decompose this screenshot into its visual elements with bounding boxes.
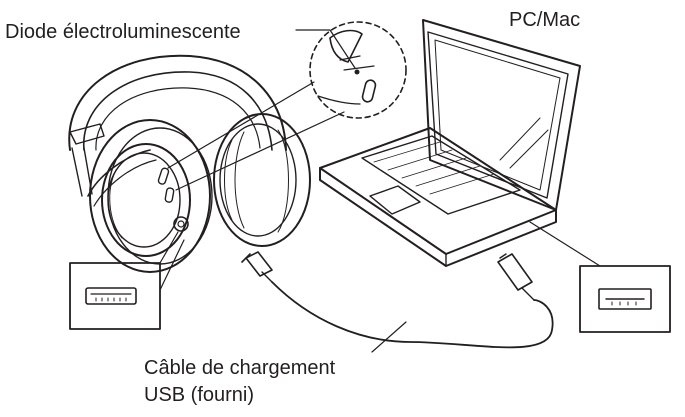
laptop-illustration [319,19,601,267]
micro-usb-port-inset [69,231,185,330]
led-zoom-inset [167,21,407,191]
led-indicator-dot [354,69,360,75]
led-leader-line [295,29,356,69]
cable-label-line1: Câble de chargement [144,357,336,379]
usb-charging-cable [241,251,554,353]
headphones-illustration [68,54,311,273]
cable-label-line2: USB (fourni) [144,384,254,406]
usb-a-port-inset [579,265,671,333]
computer-label: PC/Mac [509,9,580,31]
led-label: Diode électroluminescente [5,21,241,43]
